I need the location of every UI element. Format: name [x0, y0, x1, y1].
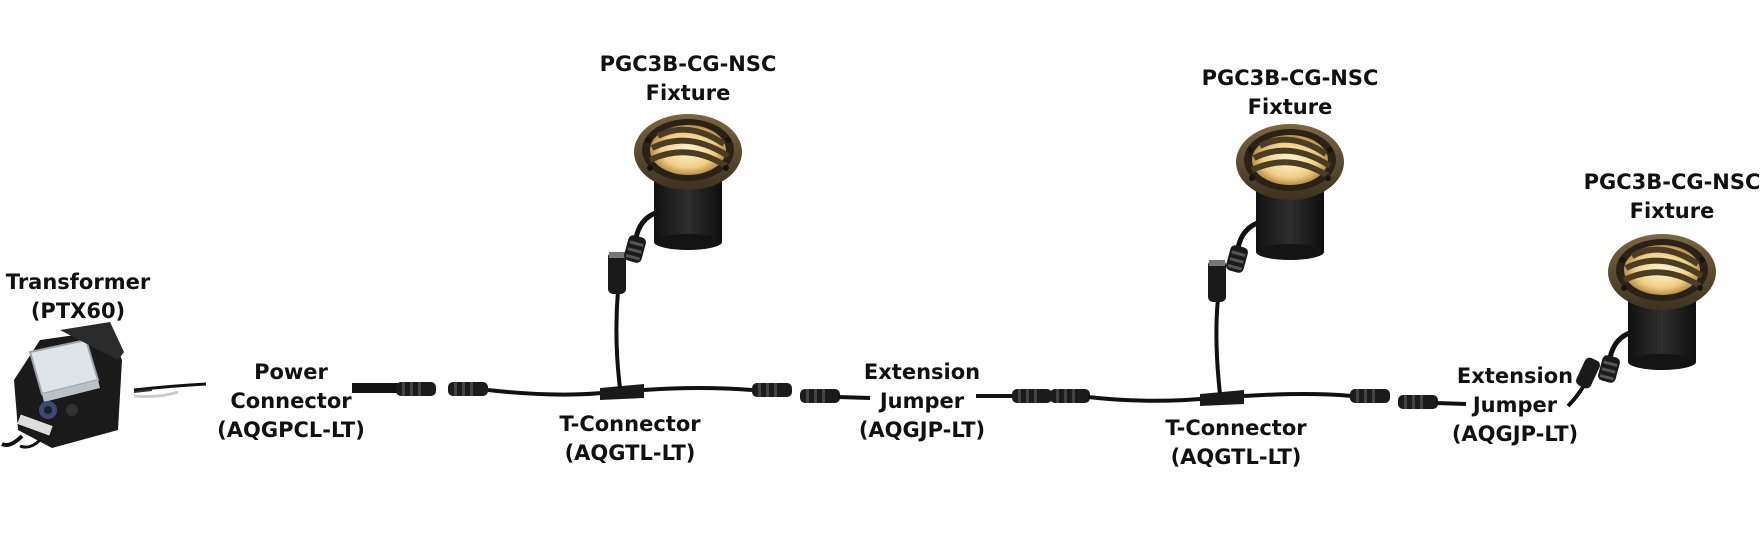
fixture-3-label-type: Fixture [1629, 199, 1715, 223]
t-connector-2-label-name: T-Connector [1165, 416, 1307, 440]
fixture-3-image [1597, 234, 1716, 384]
fixture-1-label: PGC3B-CG-NSC Fixture [600, 50, 777, 108]
fixture-2-label: PGC3B-CG-NSC Fixture [1202, 64, 1379, 122]
fixture-3-label: PGC3B-CG-NSC Fixture [1584, 168, 1760, 226]
fixture-1-label-model: PGC3B-CG-NSC [599, 52, 777, 76]
extension-jumper-1-label-line1: Extension [863, 360, 981, 384]
fixture-2-label-model: PGC3B-CG-NSC [1201, 66, 1379, 90]
t-connector-1-label: T-Connector (AQGTL-LT) [559, 410, 700, 468]
t-connector-1-label-name: T-Connector [559, 412, 701, 436]
power-connector-label: Power Connector (AQGPCL-LT) [217, 358, 365, 445]
extension-jumper-2-label: Extension Jumper (AQGJP-LT) [1452, 362, 1578, 449]
fixture-1-image [623, 114, 742, 264]
transformer-image [1, 322, 124, 449]
main-cable [352, 252, 1600, 409]
fixture-2-label-type: Fixture [1247, 95, 1333, 119]
fixture-1-label-type: Fixture [645, 81, 731, 105]
extension-jumper-2-label-line2: Jumper [1472, 393, 1558, 417]
t-connector-1-label-model: (AQGTL-LT) [564, 441, 696, 465]
t-connector-2-label-model: (AQGTL-LT) [1170, 445, 1302, 469]
fixture-2-image [1225, 124, 1344, 274]
t-connector-2-label: T-Connector (AQGTL-LT) [1165, 414, 1306, 472]
extension-jumper-1-label-line2: Jumper [879, 389, 965, 413]
power-connector-label-line1: Power [254, 360, 328, 384]
extension-jumper-2-label-line1: Extension [1456, 364, 1574, 388]
transformer-label-model: (PTX60) [30, 299, 126, 323]
fixture-3-label-model: PGC3B-CG-NSC [1583, 170, 1760, 194]
extension-jumper-1-label: Extension Jumper (AQGJP-LT) [859, 358, 985, 445]
power-connector-leads [133, 382, 207, 398]
transformer-label: Transformer (PTX60) [6, 268, 150, 326]
transformer-label-name: Transformer [5, 270, 151, 294]
extension-jumper-2-label-model: (AQGJP-LT) [1451, 422, 1579, 446]
power-connector-label-model: (AQGPCL-LT) [217, 418, 365, 442]
power-connector-label-line2: Connector [230, 389, 352, 413]
extension-jumper-1-label-model: (AQGJP-LT) [858, 418, 986, 442]
